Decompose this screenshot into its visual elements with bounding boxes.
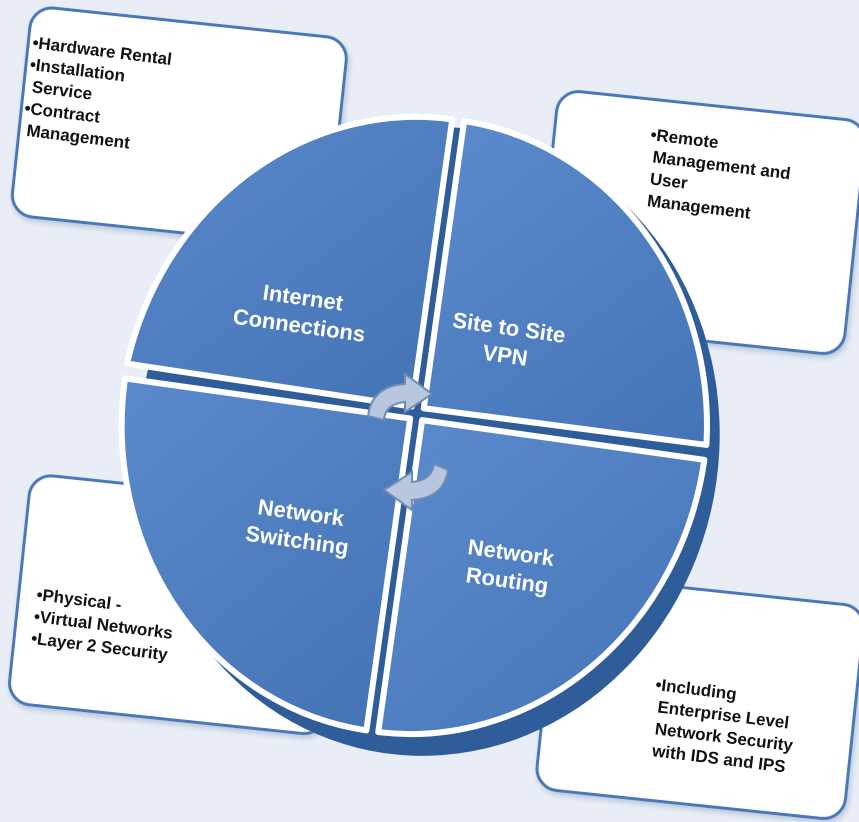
refresh-cycle-icon: [366, 372, 450, 512]
segment-vpn: [420, 118, 710, 448]
segment-label-line: VPN: [481, 340, 529, 371]
segment-internet: [124, 113, 456, 410]
wheel: [118, 113, 720, 756]
segment-switching: [118, 375, 414, 734]
segment-label-routing: NetworkRouting: [462, 534, 556, 599]
segment-routing: [375, 417, 708, 737]
